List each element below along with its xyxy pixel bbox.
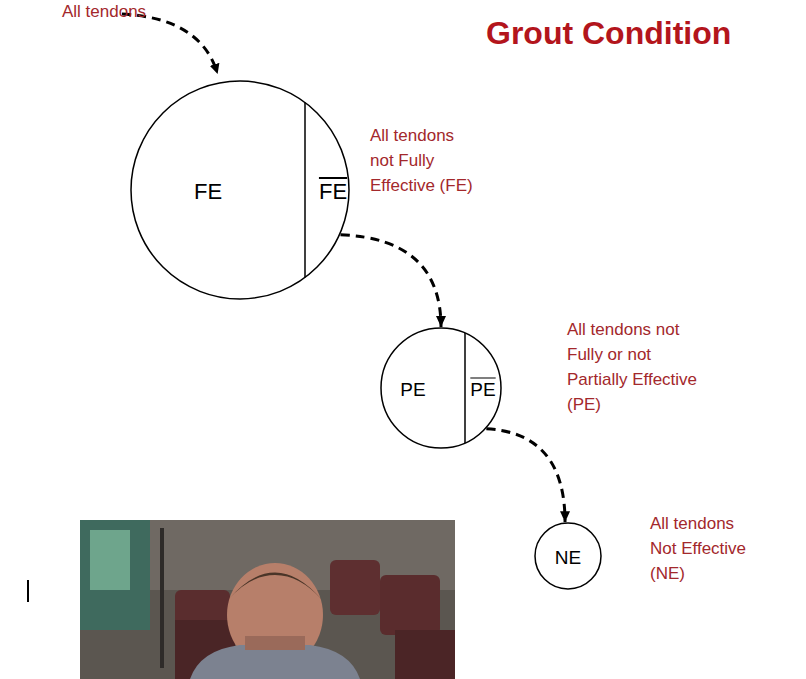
annotation-label: All tendons not Fully or not Partially E… xyxy=(567,318,701,418)
webcam-photo xyxy=(80,520,455,679)
state-circle: PE PE xyxy=(380,327,502,449)
node-text: FE xyxy=(319,181,347,203)
node-text: NE xyxy=(555,548,581,567)
state-circle: FE FE xyxy=(130,80,350,300)
bar-mark xyxy=(27,580,29,602)
circle-outline xyxy=(130,80,350,300)
annotation-label: All tendons xyxy=(62,0,146,25)
leader-arrow xyxy=(122,14,217,72)
diagram-title: Grout Condition xyxy=(486,15,731,52)
node-text: PE xyxy=(470,380,495,399)
dashed-arrow xyxy=(486,429,570,522)
state-circle: NE xyxy=(534,522,602,590)
node-text: PE xyxy=(400,380,425,399)
annotation-label: All tendons not Fully Effective (FE) xyxy=(370,124,476,199)
dashed-arrow xyxy=(340,235,446,327)
annotation-label: All tendons Not Effective (NE) xyxy=(650,512,748,587)
node-text: FE xyxy=(194,181,222,203)
